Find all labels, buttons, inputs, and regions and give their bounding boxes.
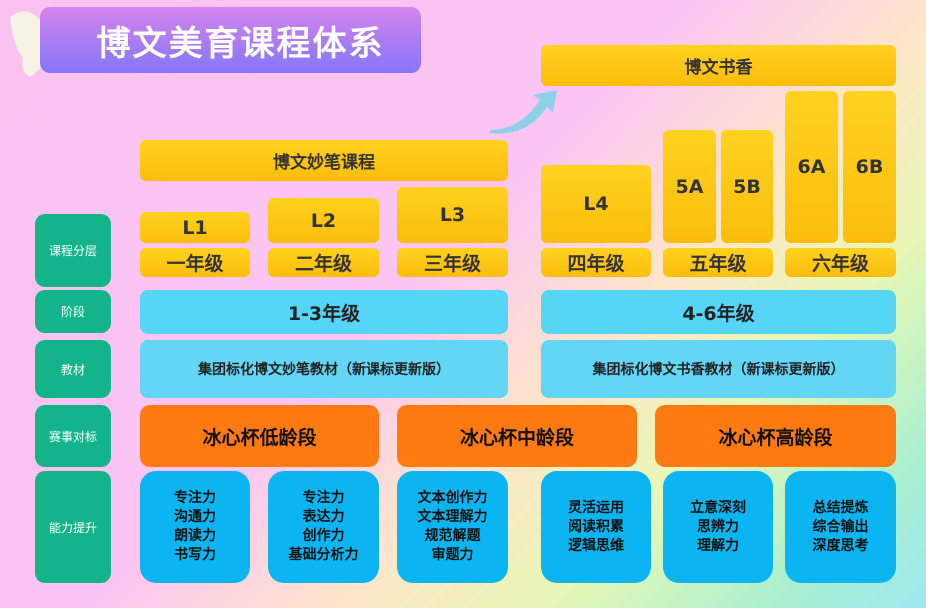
ability-item: 审题力 [431, 547, 474, 563]
grade-4: 四年级 [541, 248, 651, 277]
course-miaobi-header: 博文妙笔课程 [140, 140, 508, 181]
level-l2: L2 [268, 198, 379, 243]
arrow-icon [490, 90, 557, 134]
grade-1: 一年级 [140, 248, 250, 277]
grade-2: 二年级 [268, 248, 379, 277]
row-label-ability: 能力提升 [35, 471, 111, 583]
ability-item: 沟通力 [174, 509, 216, 525]
ability-item: 灵活运用 [568, 499, 624, 516]
ability-item: 基础分析力 [288, 547, 359, 563]
grade-5: 五年级 [663, 248, 773, 277]
competition-mid: 冰心杯中龄段 [397, 405, 637, 467]
ability-item: 理解力 [697, 537, 739, 554]
ability-item: 专注力 [174, 490, 216, 506]
ability-box: 专注力表达力创作力基础分析力 [268, 471, 379, 583]
page-title: 博文美育课程体系 [40, 7, 421, 73]
row-label-competition: 赛事对标 [35, 405, 111, 467]
ability-box: 立意深刻思辨力理解力 [663, 471, 773, 583]
textbook-miaobi: 集团标化博文妙笔教材（新课标更新版） [140, 340, 508, 398]
ability-item: 表达力 [302, 509, 345, 525]
ability-item: 文本理解力 [417, 509, 488, 525]
row-label-stage: 阶段 [35, 290, 111, 333]
competition-high: 冰心杯高龄段 [655, 405, 896, 467]
course-shuxiang-header: 博文书香 [541, 45, 896, 86]
ability-item: 专注力 [302, 490, 345, 506]
level-l3: L3 [397, 187, 508, 243]
ability-item: 深度思考 [812, 537, 869, 554]
ability-item: 思辨力 [697, 518, 739, 535]
ability-item: 阅读积累 [568, 518, 624, 535]
level-6b: 6B [843, 91, 896, 243]
competition-low: 冰心杯低龄段 [140, 405, 379, 467]
row-label-levels: 课程分层 [35, 214, 111, 287]
grade-6: 六年级 [785, 248, 896, 277]
ability-box: 专注力沟通力朗读力书写力 [140, 471, 250, 583]
ability-item: 书写力 [174, 547, 216, 563]
ability-item: 立意深刻 [690, 499, 746, 516]
level-5b: 5B [721, 130, 773, 243]
ability-item: 规范解题 [424, 528, 481, 544]
textbook-shuxiang: 集团标化博文书香教材（新课标更新版） [541, 340, 896, 398]
ability-item: 文本创作力 [417, 490, 488, 506]
ability-box: 文本创作力文本理解力规范解题审题力 [397, 471, 508, 583]
level-l4: L4 [541, 165, 651, 243]
grade-3: 三年级 [397, 248, 508, 277]
ability-item: 逻辑思维 [568, 537, 624, 554]
row-label-textbook: 教材 [35, 340, 111, 398]
ability-item: 创作力 [302, 528, 345, 544]
level-6a: 6A [785, 91, 838, 243]
ability-item: 朗读力 [174, 528, 216, 544]
ability-item: 总结提炼 [812, 499, 869, 516]
level-l1: L1 [140, 212, 250, 243]
ability-item: 综合输出 [812, 518, 869, 535]
level-5a: 5A [663, 130, 716, 243]
ability-box: 灵活运用阅读积累逻辑思维 [541, 471, 651, 583]
stage-1-3: 1-3年级 [140, 290, 508, 334]
stage-4-6: 4-6年级 [541, 290, 896, 334]
ability-box: 总结提炼综合输出深度思考 [785, 471, 896, 583]
